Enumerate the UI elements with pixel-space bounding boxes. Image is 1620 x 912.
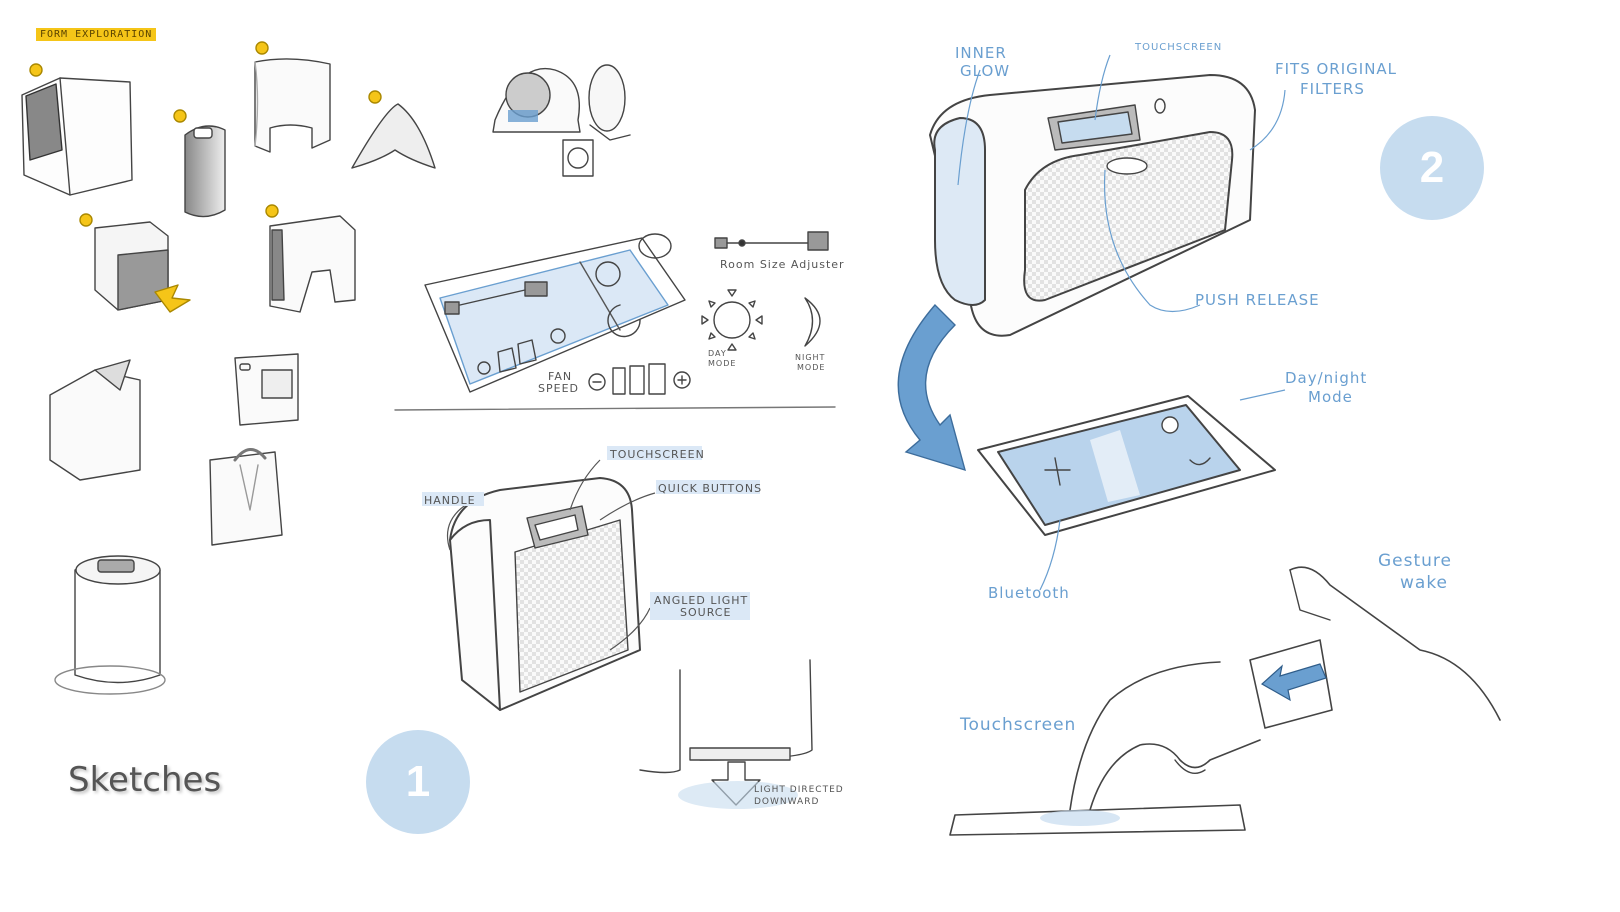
label-gesture-2: wake [1400,573,1448,593]
light-sketch [639,659,813,809]
room-size-adjuster [714,231,829,251]
label-night-2: MODE [797,363,825,372]
divider-line [394,406,836,411]
label-push-release: PUSH RELEASE [1195,291,1320,309]
leader-push-release [1103,169,1201,313]
label-gesture-1: Gesture [1378,551,1452,571]
leader-angled-light [609,607,651,651]
label-handle: HANDLE [424,494,476,507]
label-fan-2: SPEED [538,382,579,395]
form-sketch-1 [21,63,133,196]
touchscreen-panel-2 [977,395,1276,536]
label-day-night-1: Day/night [1285,369,1367,387]
control-panel-sketch [424,233,686,393]
leader-touchscreen [1094,54,1111,121]
label-filters-2: FILTERS [1300,80,1365,98]
badge-one: 1 [366,730,470,834]
label-light-2: DOWNWARD [754,797,819,807]
fan-speed-controls [588,363,691,395]
purifier-sketch-2 [929,74,1256,337]
form-sketch-10 [54,555,166,695]
label-night-1: NIGHT [795,353,825,362]
label-room-size: Room Size Adjuster [720,258,845,271]
gesture-hand-sketch [1249,566,1501,729]
label-touchscreen-c: Touchscreen [959,715,1076,735]
label-day-1: DAY [708,349,727,358]
label-inner-glow-2: GLOW [960,62,1010,80]
form-sketch-8 [234,353,299,426]
label-fan-1: FAN [548,370,572,383]
label-filters-1: FITS ORIGINAL [1275,60,1397,78]
caption-sketches: Sketches [68,760,222,800]
label-bluetooth: Bluetooth [988,584,1070,602]
leader-bluetooth [1039,519,1061,591]
label-touchscreen-b: TOUCHSCREEN [1134,42,1222,53]
label-light-1: LIGHT DIRECTED [754,785,844,795]
badge-two: 2 [1380,116,1484,220]
leader-inner-glow [957,69,981,186]
purifier-sketch-1 [449,477,641,711]
day-mode-icon [701,289,763,351]
form-sketch-6 [265,204,356,313]
leader-quick-buttons [599,492,656,521]
label-angled-2: SOURCE [680,606,731,619]
fan-sketch [492,64,631,177]
label-day-night-2: Mode [1308,388,1353,406]
form-sketch-7 [49,359,141,481]
touch-hand-sketch [949,661,1261,836]
label-inner-glow-1: INNER [955,44,1007,62]
form-sketch-5 [79,213,191,313]
label-angled-1: ANGLED LIGHT [654,594,748,607]
night-mode-icon [804,297,821,347]
arrow-left-icon [1260,663,1327,702]
label-touchscreen-a: TOUCHSCREEN [609,448,705,461]
form-sketch-9 [209,448,283,546]
label-quick-buttons: QUICK BUTTONS [658,482,762,495]
leader-filters [1249,89,1286,151]
form-sketch-3 [254,41,331,153]
leader-day-night [1239,389,1286,401]
section-title: FORM EXPLORATION [36,28,157,41]
form-sketch-4 [351,90,436,169]
form-sketch-2 [173,109,226,218]
curved-arrow-icon [897,303,967,472]
label-day-2: MODE [708,359,736,368]
leader-touchscreen-a [569,459,601,511]
